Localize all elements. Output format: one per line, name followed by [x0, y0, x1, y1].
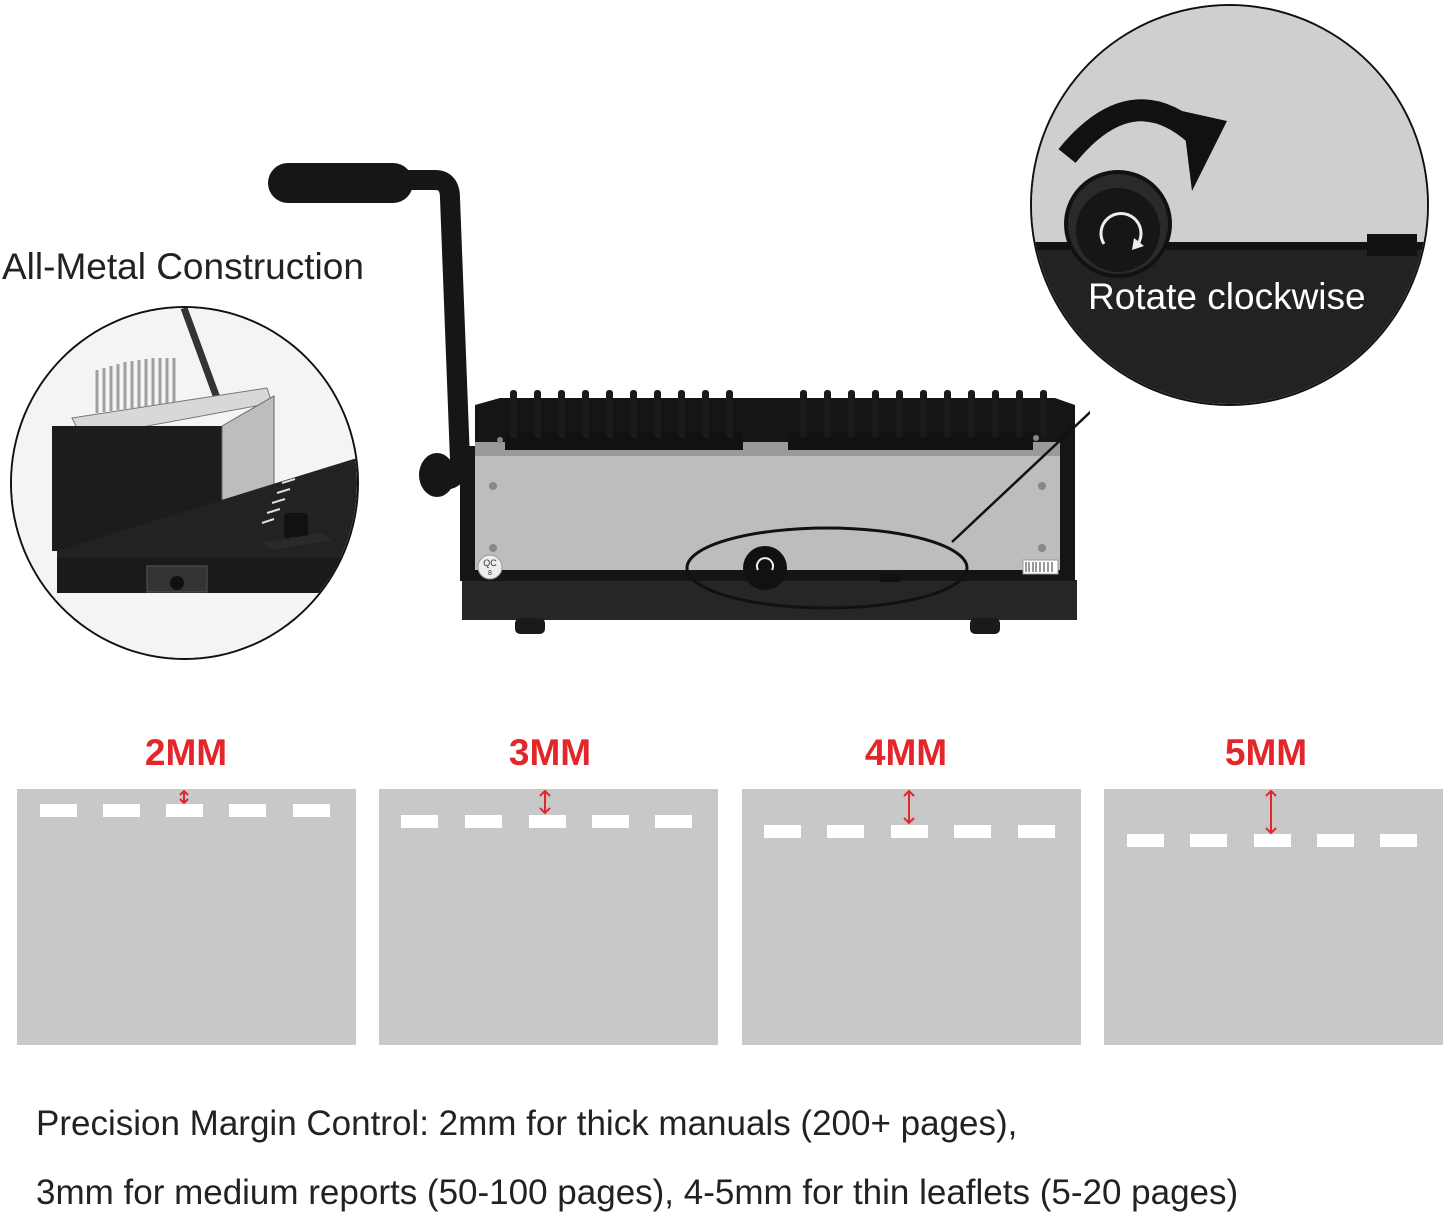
- margin-label-5mm: 5MM: [1224, 732, 1308, 773]
- construction-label: All-Metal Construction: [2, 246, 364, 287]
- side-view-inset: [10, 306, 359, 660]
- description-line-1: Precision Margin Control: 2mm for thick …: [36, 1104, 1018, 1143]
- margin-panel-2mm: [17, 789, 356, 1045]
- comb-tooth: [654, 390, 661, 438]
- margin-arrow-4mm: [903, 789, 915, 825]
- comb-tooth: [896, 390, 903, 438]
- qc-tag-text: QC: [483, 558, 497, 568]
- qc-tag-number: 8: [488, 570, 492, 577]
- margin-arrow-5mm: [1265, 789, 1277, 835]
- description-line-2: 3mm for medium reports (50-100 pages), 4…: [36, 1173, 1239, 1212]
- comb-tooth: [848, 390, 855, 438]
- comb-tooth: [1016, 390, 1023, 438]
- comb-tooth: [582, 390, 589, 438]
- comb-tooth: [920, 390, 927, 438]
- margin-label-3mm: 3MM: [508, 732, 592, 773]
- comb-tooth: [872, 390, 879, 438]
- comb-tooth: [800, 390, 807, 438]
- comb-tooth: [824, 390, 831, 438]
- comb-tooth: [702, 390, 709, 438]
- margin-label-4mm: 4MM: [864, 732, 948, 773]
- crank-handle-grip: [268, 163, 413, 203]
- rotate-knob-inset: [1030, 4, 1429, 406]
- comb-tooth: [678, 390, 685, 438]
- rotate-knob-illustration: [1032, 6, 1427, 404]
- margin-arrow-2mm: [179, 789, 189, 805]
- comb-tooth: [510, 390, 517, 438]
- comb-tooth: [1040, 390, 1047, 438]
- side-view-illustration: [12, 308, 357, 658]
- margin-knob-icon: [743, 546, 787, 590]
- comb-tooth: [630, 390, 637, 438]
- comb-tooth: [726, 390, 733, 438]
- comb-tooth: [534, 390, 541, 438]
- knob-highlight-ellipse: [685, 526, 969, 610]
- binding-machine-illustration: QC 8: [268, 163, 1090, 634]
- rotate-clockwise-label: Rotate clockwise: [1088, 276, 1366, 317]
- margin-label-2mm: 2MM: [144, 732, 228, 773]
- margin-arrow-3mm: [539, 789, 551, 815]
- comb-tooth: [992, 390, 999, 438]
- rotate-arrow-icon: [1099, 212, 1143, 245]
- comb-tooth: [606, 390, 613, 438]
- comb-tooth: [944, 390, 951, 438]
- margin-panel-3mm: [379, 789, 718, 1045]
- margin-panel-5mm: [1104, 789, 1443, 1045]
- comb-tooth: [558, 390, 565, 438]
- margin-panel-4mm: [742, 789, 1081, 1045]
- comb-tooth: [968, 390, 975, 438]
